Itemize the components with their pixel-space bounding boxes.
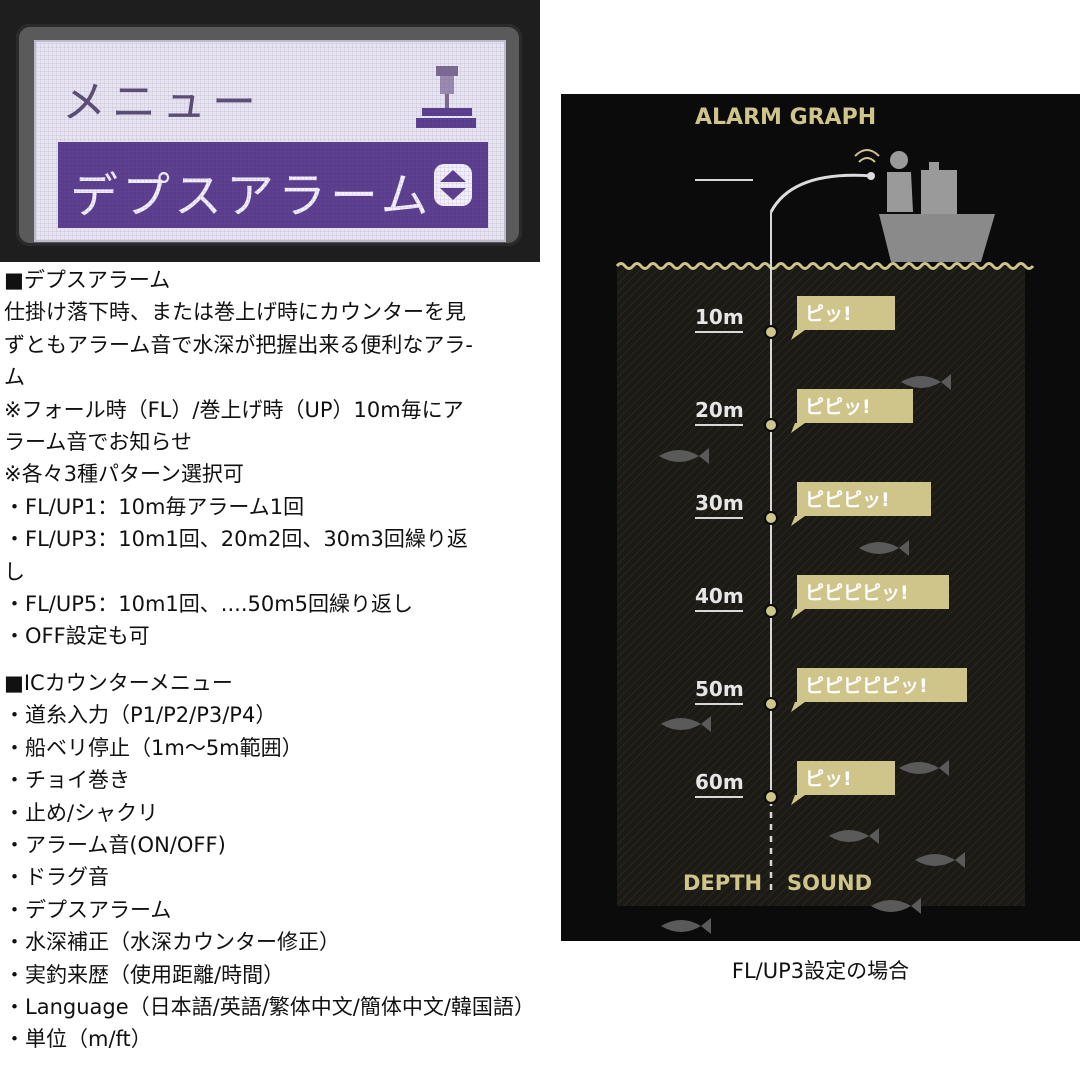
fish-icon	[915, 852, 965, 868]
depth-label: 20m	[695, 398, 744, 422]
fish-icon	[829, 828, 879, 844]
sound-label: ピピピピピッ!	[805, 675, 928, 697]
alarm-graph: ALARM GRAPH 10m ピッ! 20m ピピッ! 30m ピピピッ! 40m ピピピピッ…	[561, 94, 1080, 941]
lcd-screen: メニュー デプスアラーム	[34, 40, 506, 242]
depth-marker	[764, 325, 778, 339]
spec-line: 仕掛け落下時、または巻上げ時にカウンターを見	[4, 300, 466, 325]
depth-marker	[764, 790, 778, 804]
spec-line: し	[4, 559, 25, 584]
fish-icon	[871, 898, 921, 914]
spec-line: ・FL/UP5：10m1回、....50m5回繰り返し	[4, 592, 414, 617]
spec-line: ※フォール時（FL）/巻上げ時（UP）10m毎にア	[4, 397, 464, 422]
spec-line: ・デプスアラーム	[4, 897, 172, 922]
spec-line: ・船ベリ停止（1m〜5m範囲）	[4, 735, 303, 760]
sound-bubble	[791, 296, 895, 340]
spec-line	[4, 653, 604, 667]
signal-icon	[854, 149, 880, 163]
graph-title: ALARM GRAPH	[695, 105, 876, 130]
fish-icon	[661, 918, 711, 934]
fish-icon	[899, 760, 949, 776]
sound-bubble	[791, 389, 913, 433]
sound-bubble	[791, 575, 949, 619]
boat-cabin	[921, 170, 957, 214]
spec-line: ・単位（m/ft）	[4, 1027, 152, 1052]
sound-bubble	[791, 761, 895, 805]
rod-reel	[867, 172, 875, 180]
depth-label: 40m	[695, 584, 744, 608]
spec-line: ・止め/シャクリ	[4, 800, 159, 825]
spec-line: ラーム音でお知らせ	[4, 430, 192, 455]
spec-line: ・FL/UP3：10m1回、20m2回、30m3回繰り返	[4, 527, 468, 552]
sound-label: ピッ!	[805, 768, 852, 790]
spec-line: ・アラーム音(ON/OFF)	[4, 832, 226, 857]
sound-bubble	[791, 668, 967, 712]
lcd-photo: メニュー デプスアラーム	[0, 0, 540, 262]
depth-label: 60m	[695, 770, 744, 794]
fish-icon	[661, 716, 711, 732]
spec-line: ※各々3種パターン選択可	[4, 462, 244, 487]
boat-hull	[879, 214, 995, 262]
boat-stack	[929, 162, 939, 172]
spec-line: ・水深補正（水深カウンター修正）	[4, 930, 340, 955]
sound-label: ピピピピッ!	[805, 582, 909, 604]
spec-line: ・チョイ巻き	[4, 768, 130, 793]
sound-bubble	[791, 482, 931, 526]
spec-line: ■デプスアラーム	[4, 268, 171, 292]
depth-label: 10m	[695, 305, 744, 329]
footer-sound: SOUND	[787, 871, 872, 895]
spec-line: ・実釣来歴（使用距離/時間）	[4, 962, 285, 987]
spec-line: ム	[4, 365, 25, 390]
sound-label: ピピピッ!	[805, 489, 890, 511]
water-surface	[615, 262, 1035, 270]
spec-line: ・OFF設定も可	[4, 624, 150, 649]
depth-marker	[764, 511, 778, 525]
spec-line: ・ドラグ音	[4, 865, 109, 890]
depth-label: 30m	[695, 491, 744, 515]
lcd-selected-bar: デプスアラーム	[58, 142, 488, 228]
depth-marker	[764, 604, 778, 618]
spec-line: ■ICカウンターメニュー	[4, 670, 233, 695]
footer-depth: DEPTH	[683, 871, 762, 895]
depth-marker	[764, 697, 778, 711]
sound-label: ピピッ!	[805, 396, 871, 418]
fishing-rod	[769, 173, 874, 213]
spec-line: ・FL/UP1：10m毎アラーム1回	[4, 494, 305, 519]
spec-text: ■デプスアラーム仕掛け落下時、または巻上げ時にカウンターを見ずともアラーム音で水…	[4, 264, 604, 1056]
depth-marker	[764, 418, 778, 432]
spec-line: ・Language（日本語/英語/繁体中文/簡体中文/韓国語）	[4, 994, 535, 1019]
graph-caption: FL/UP3設定の場合	[731, 959, 910, 983]
fish-icon	[901, 374, 951, 390]
lcd-menu-title: メニュー	[62, 77, 262, 128]
angler-icon	[416, 66, 476, 128]
angler-head	[890, 151, 908, 169]
spec-line: ずともアラーム音で水深が把握出来る便利なアラ-	[4, 332, 473, 357]
fish-icon	[859, 540, 909, 556]
spec-line: ・道糸入力（P1/P2/P3/P4）	[4, 703, 277, 728]
fish-icon	[659, 448, 709, 464]
lcd-selected-item: デプスアラーム	[70, 168, 433, 224]
up-down-arrow-icon	[434, 164, 472, 206]
sound-label: ピッ!	[805, 303, 852, 325]
depth-label: 50m	[695, 677, 744, 701]
angler-body	[887, 172, 913, 212]
